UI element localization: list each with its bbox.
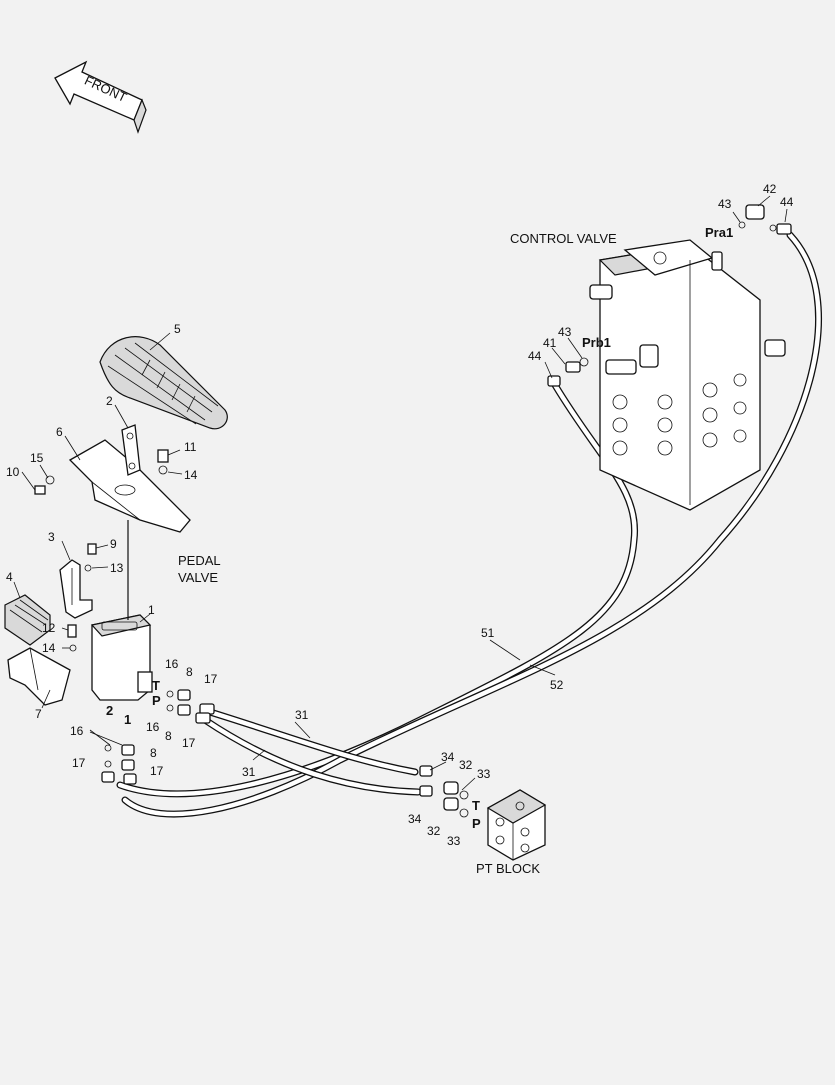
hose-31-lower <box>201 716 422 796</box>
callout-4: 4 <box>6 570 13 584</box>
control-valve <box>589 239 786 511</box>
control-valve-label: CONTROL VALVE <box>510 231 617 246</box>
pt-block <box>486 789 547 861</box>
plate-2 <box>121 424 141 476</box>
pedal-port-2-label: 2 <box>106 703 113 718</box>
callout-3: 3 <box>48 530 55 544</box>
callout-33a: 33 <box>477 767 491 781</box>
callout-51: 51 <box>481 626 495 640</box>
pt-block-label: PT BLOCK <box>476 861 540 876</box>
hose-52 <box>121 231 822 818</box>
pedal-port-p-label: P <box>152 693 161 708</box>
pedal-4 <box>4 594 51 646</box>
callout-11: 11 <box>184 440 197 454</box>
pedal-5 <box>99 336 228 430</box>
callout-17b: 17 <box>182 736 196 750</box>
port-prb1-label: Prb1 <box>582 335 611 350</box>
front-arrow: FRONT <box>54 60 147 134</box>
hose-31-upper <box>206 708 419 776</box>
callout-31b: 31 <box>242 765 256 779</box>
callout-16c: 16 <box>70 724 84 738</box>
callout-43a: 43 <box>718 197 732 211</box>
callout-17a: 17 <box>204 672 218 686</box>
callout-numbers: 1 2 3 4 5 6 7 8 8 8 9 10 11 12 13 14 14 … <box>6 182 794 848</box>
callout-44a: 44 <box>780 195 794 209</box>
bracket-6 <box>68 439 191 533</box>
callout-14b: 14 <box>42 641 56 655</box>
port-pra1-label: Pra1 <box>705 225 733 240</box>
callout-8b: 8 <box>165 729 172 743</box>
callout-14a: 14 <box>184 468 198 482</box>
callout-34b: 34 <box>408 812 422 826</box>
pedal-valve-body <box>90 520 153 701</box>
leader-lines <box>13 195 788 791</box>
callout-41: 41 <box>543 336 557 350</box>
callout-52: 52 <box>550 678 564 692</box>
callout-42: 42 <box>763 182 777 196</box>
callout-8c: 8 <box>150 746 157 760</box>
callout-44b: 44 <box>528 349 542 363</box>
callout-43b: 43 <box>558 325 572 339</box>
callout-6: 6 <box>56 425 63 439</box>
callout-15: 15 <box>30 451 44 465</box>
callout-16b: 16 <box>146 720 160 734</box>
callout-34a: 34 <box>441 750 455 764</box>
bracket-3 <box>59 559 93 619</box>
pedal-port-1-label: 1 <box>124 712 131 727</box>
callout-17d: 17 <box>150 764 164 778</box>
callout-5: 5 <box>174 322 181 336</box>
callout-17c: 17 <box>72 756 86 770</box>
bracket-7 <box>7 647 71 706</box>
block-port-t-label: T <box>472 798 480 813</box>
callout-32b: 32 <box>427 824 441 838</box>
callout-16a: 16 <box>165 657 179 671</box>
callout-12: 12 <box>42 621 56 635</box>
callout-10: 10 <box>6 465 20 479</box>
pedal-port-t-label: T <box>152 678 160 693</box>
callout-9: 9 <box>110 537 117 551</box>
fittings <box>34 204 792 818</box>
callout-31a: 31 <box>295 708 309 722</box>
callout-7: 7 <box>35 707 42 721</box>
callout-2: 2 <box>106 394 113 408</box>
hose-51 <box>116 381 639 798</box>
callout-13: 13 <box>110 561 124 575</box>
callout-33b: 33 <box>447 834 461 848</box>
pedal-valve-label-line2: VALVE <box>178 570 218 585</box>
pedal-valve-label-line1: PEDAL <box>178 553 221 568</box>
callout-32a: 32 <box>459 758 473 772</box>
block-port-p-label: P <box>472 816 481 831</box>
callout-8a: 8 <box>186 665 193 679</box>
callout-1: 1 <box>148 603 155 617</box>
